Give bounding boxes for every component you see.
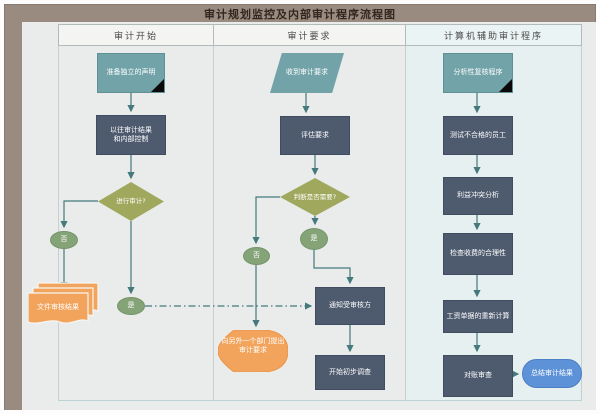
lane-header-audit-request: 审计要求 — [213, 24, 406, 46]
node-request-other-dept-shape — [218, 330, 288, 372]
node-label: 开始初步调查 — [329, 367, 371, 376]
node-label: 是 — [310, 234, 318, 243]
node-file-results-shape — [28, 282, 99, 324]
node-reconciliation: 对账审查 — [443, 355, 513, 397]
node-request-other-dept: 向另外一个部门提出 审计要求 — [221, 337, 285, 355]
node-past-results: 以往审计结果 和内部控制 — [96, 115, 166, 155]
node-prepare-statement: 准备独立的声明 — [97, 53, 165, 93]
lane-header-label: 审计要求 — [287, 31, 332, 42]
node-label: 否 — [60, 235, 68, 244]
node-start-investigation: 开始初步调查 — [315, 355, 385, 390]
label-yes-1: 是 — [117, 297, 145, 315]
node-label: 判断是否需要? — [293, 192, 337, 201]
node-receive-request: 收到审计要求 — [270, 53, 344, 93]
node-label: 准备独立的声明 — [106, 68, 156, 77]
lane-border — [58, 46, 59, 400]
lane-header-label: 计算机辅助审计程序 — [443, 31, 543, 42]
left-margin-strip — [4, 22, 22, 410]
page-title: 审计规划监控及内部审计程序流程图 — [204, 7, 396, 21]
lane-border-right — [581, 46, 582, 400]
node-file-results: 文件审核结果 — [37, 303, 79, 311]
node-label: 通知受审核方 — [329, 301, 371, 310]
lane-header-caat: 计算机辅助审计程序 — [405, 24, 582, 46]
node-label: 否 — [253, 251, 260, 260]
node-label: 进行审计? — [116, 197, 146, 206]
node-label: 利益冲突分析 — [457, 191, 499, 200]
node-summarize-results: 总结审计结果 — [522, 359, 582, 388]
node-label: 对账审查 — [464, 371, 492, 380]
lane-header-audit-start: 审计开始 — [58, 24, 214, 46]
node-label: 总结审计结果 — [531, 368, 573, 377]
node-notify-auditee: 通知受审核方 — [315, 287, 385, 325]
label-yes-2: 是 — [300, 228, 328, 250]
node-label: 收到审计要求 — [286, 68, 328, 77]
label-no-2: 否 — [243, 247, 270, 265]
node-label: 检查收费的合理性 — [450, 249, 506, 258]
node-conflict-analysis: 利益冲突分析 — [443, 177, 513, 215]
node-payroll-recalc: 工资单据的重新计算 — [443, 300, 513, 333]
node-label: 评估要求 — [301, 130, 329, 139]
lane-divider — [213, 46, 214, 400]
lane-header-label: 审计开始 — [113, 31, 158, 42]
node-label: 以往审计结果 和内部控制 — [110, 125, 152, 143]
node-label: 是 — [127, 301, 135, 310]
node-label: 分析性复核程序 — [453, 68, 503, 77]
label-no-1: 否 — [50, 231, 78, 249]
title-bar: 审计规划监控及内部审计程序流程图 — [4, 4, 596, 23]
node-check-fee: 检查收费的合理性 — [443, 233, 513, 275]
lane-border-bottom — [58, 400, 582, 401]
lane-divider — [405, 46, 406, 400]
node-analytical-review: 分析性复核程序 — [443, 53, 513, 93]
node-evaluate-request: 评估要求 — [280, 116, 350, 155]
node-test-unqualified: 测试不合格的员工 — [443, 116, 513, 155]
node-label: 工资单据的重新计算 — [446, 311, 510, 320]
node-label: 测试不合格的员工 — [450, 130, 506, 139]
